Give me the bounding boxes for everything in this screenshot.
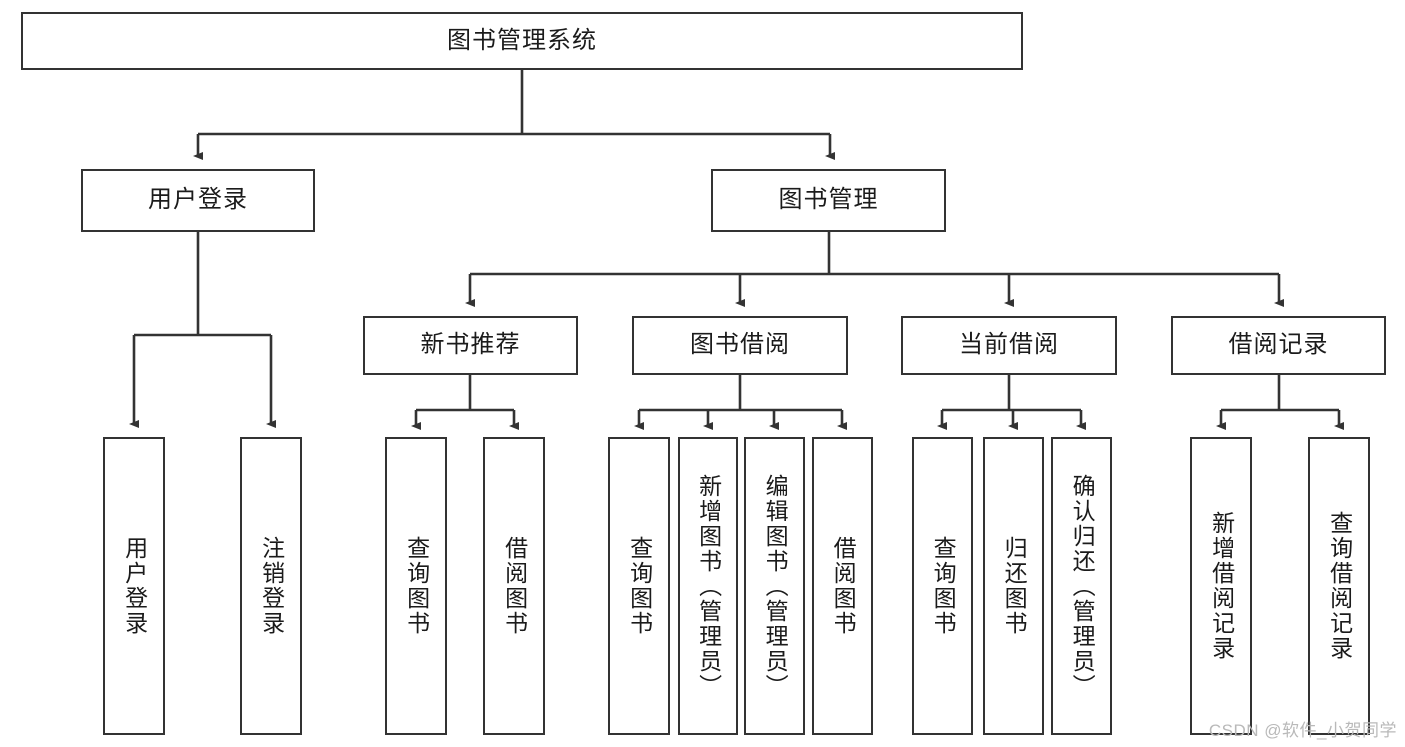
node-borrow-record[interactable]: 借阅记录	[1171, 316, 1386, 375]
node-root[interactable]: 图书管理系统	[21, 12, 1023, 70]
leaf-logout[interactable]: 注销登录	[240, 437, 302, 735]
leaf-borrow-book-recommend[interactable]: 借阅图书	[483, 437, 545, 735]
node-label: 编辑图书（管理员）	[762, 473, 789, 699]
leaf-edit-book-admin[interactable]: 编辑图书（管理员）	[744, 437, 805, 735]
leaf-query-book-current[interactable]: 查询图书	[912, 437, 973, 735]
node-label: 查询借阅记录	[1326, 511, 1353, 661]
node-label: 用户登录	[121, 536, 148, 636]
leaf-query-book-recommend[interactable]: 查询图书	[385, 437, 447, 735]
node-label: 图书管理	[778, 186, 879, 214]
leaf-user-login[interactable]: 用户登录	[103, 437, 165, 735]
leaf-borrow-book[interactable]: 借阅图书	[812, 437, 873, 735]
node-user-login[interactable]: 用户登录	[81, 169, 315, 232]
leaf-confirm-return-admin[interactable]: 确认归还（管理员）	[1051, 437, 1112, 735]
node-book-management[interactable]: 图书管理	[711, 169, 946, 232]
leaf-query-book-borrow[interactable]: 查询图书	[608, 437, 670, 735]
node-label: 新增借阅记录	[1208, 511, 1235, 661]
node-label: 借阅图书	[501, 536, 528, 636]
leaf-return-book[interactable]: 归还图书	[983, 437, 1044, 735]
node-label: 当前借阅	[959, 331, 1059, 359]
leaf-add-borrow-record[interactable]: 新增借阅记录	[1190, 437, 1252, 735]
leaf-add-book-admin[interactable]: 新增图书（管理员）	[678, 437, 738, 735]
node-new-book-recommend[interactable]: 新书推荐	[363, 316, 578, 375]
node-label: 查询图书	[626, 536, 653, 636]
node-label: 借阅记录	[1228, 331, 1329, 359]
node-label: 新书推荐	[420, 331, 521, 359]
node-label: 注销登录	[258, 536, 285, 636]
node-current-borrow[interactable]: 当前借阅	[901, 316, 1117, 375]
node-label: 查询图书	[930, 536, 957, 636]
node-book-borrow[interactable]: 图书借阅	[632, 316, 848, 375]
node-label: 借阅图书	[830, 536, 857, 636]
node-label: 用户登录	[148, 186, 248, 214]
node-label: 归还图书	[1001, 536, 1028, 636]
node-label: 查询图书	[403, 536, 430, 636]
leaf-query-borrow-record[interactable]: 查询借阅记录	[1308, 437, 1370, 735]
node-label: 图书借阅	[690, 331, 790, 359]
node-label: 新增图书（管理员）	[695, 473, 722, 699]
node-label: 确认归还（管理员）	[1069, 473, 1096, 699]
watermark: CSDN @软件_小贺同学	[1208, 721, 1397, 740]
node-label: 图书管理系统	[447, 26, 597, 54]
